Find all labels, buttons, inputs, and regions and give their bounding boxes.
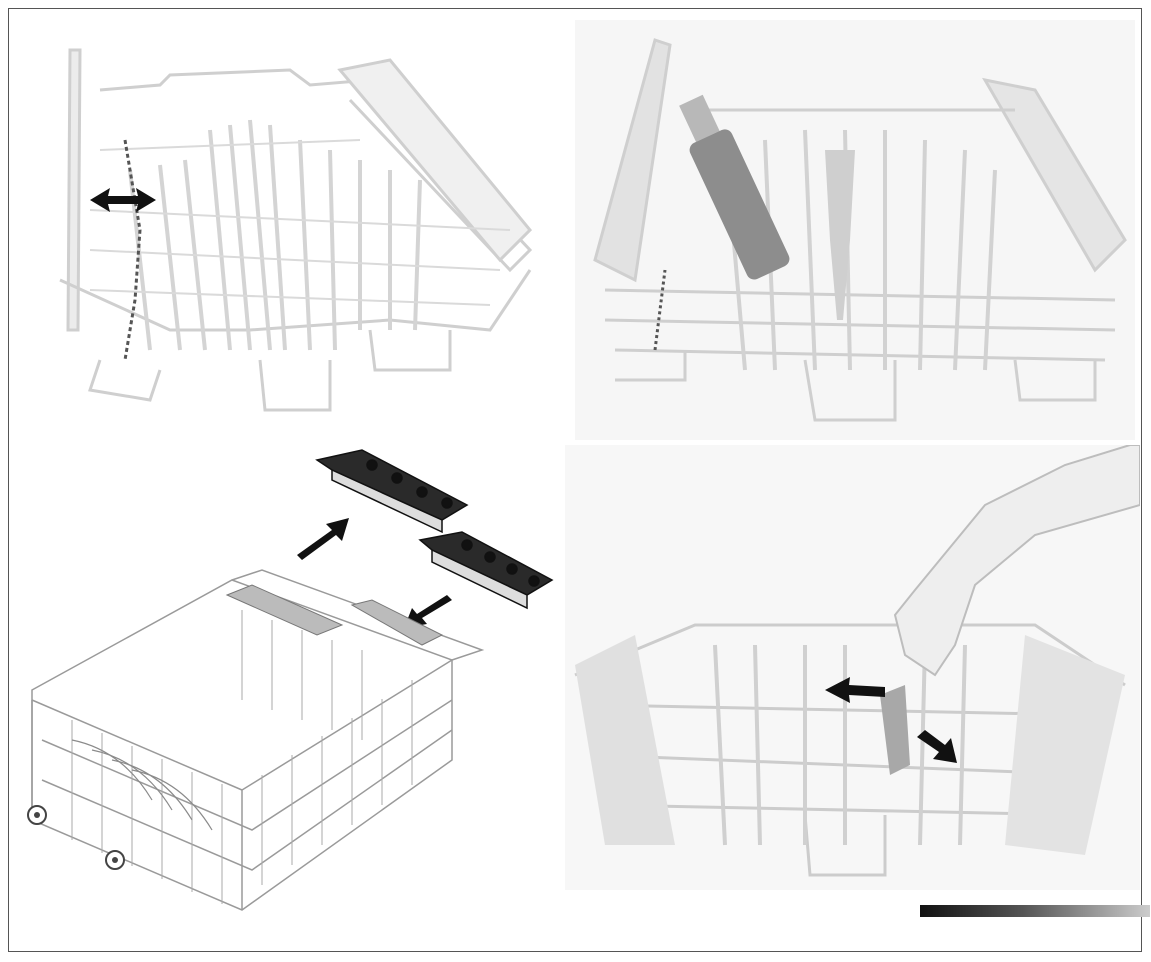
figure-rack-fold-tines (30, 30, 550, 430)
arrow-up-right-icon (297, 518, 349, 560)
arrow-left-curved-icon (825, 677, 885, 703)
hand-folding-tine-photo-icon (565, 445, 1140, 890)
rack-with-bottle-photo-icon (575, 20, 1135, 440)
page-footer-gradient-bar (920, 905, 1150, 917)
holder-lower (418, 531, 554, 610)
figure-rack-insert-holders (12, 440, 562, 930)
holder-top (315, 449, 469, 534)
figure-hand-folding-tine (565, 445, 1140, 890)
rack-insert-holder-diagram-icon (27, 449, 554, 911)
arrow-down-left-icon (404, 595, 452, 628)
figure-rack-with-bottle (575, 20, 1135, 440)
rack-fold-tine-arrow-icon (59, 48, 533, 412)
arrow-down-right-curved-icon (917, 730, 957, 763)
